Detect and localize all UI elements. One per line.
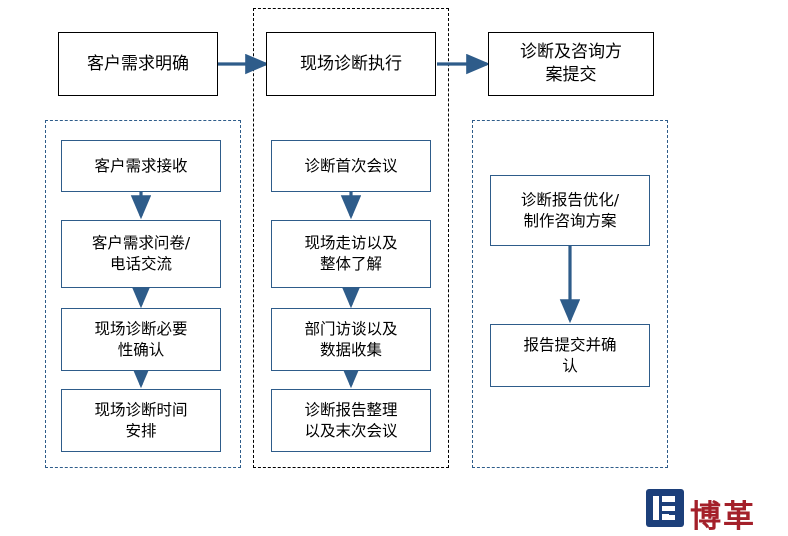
group-column-3 [472,120,668,468]
brand-logo-text: 博革 [690,499,756,535]
step-box-3-2[interactable]: 报告提交并确 认 [490,324,650,387]
step-box-2-1[interactable]: 诊断首次会议 [271,140,431,192]
step-box-2-2[interactable]: 现场走访以及 整体了解 [271,220,431,288]
brand-logo: 博革 [646,489,776,535]
step-box-1-2[interactable]: 客户需求问卷/ 电话交流 [61,220,221,288]
phase-box-2[interactable]: 现场诊断执行 [266,32,436,96]
group-column-1 [45,120,241,468]
group-column-2 [253,8,449,468]
bg-logo-mark [646,489,684,527]
step-box-3-1[interactable]: 诊断报告优化/ 制作咨询方案 [490,175,650,246]
step-box-2-3[interactable]: 部门访谈以及 数据收集 [271,308,431,371]
step-box-1-3[interactable]: 现场诊断必要 性确认 [61,308,221,371]
step-box-2-4[interactable]: 诊断报告整理 以及末次会议 [271,389,431,452]
phase-box-1[interactable]: 客户需求明确 [58,32,218,96]
step-box-1-4[interactable]: 现场诊断时间 安排 [61,389,221,452]
step-box-1-1[interactable]: 客户需求接收 [61,140,221,192]
phase-box-3[interactable]: 诊断及咨询方 案提交 [488,32,654,96]
